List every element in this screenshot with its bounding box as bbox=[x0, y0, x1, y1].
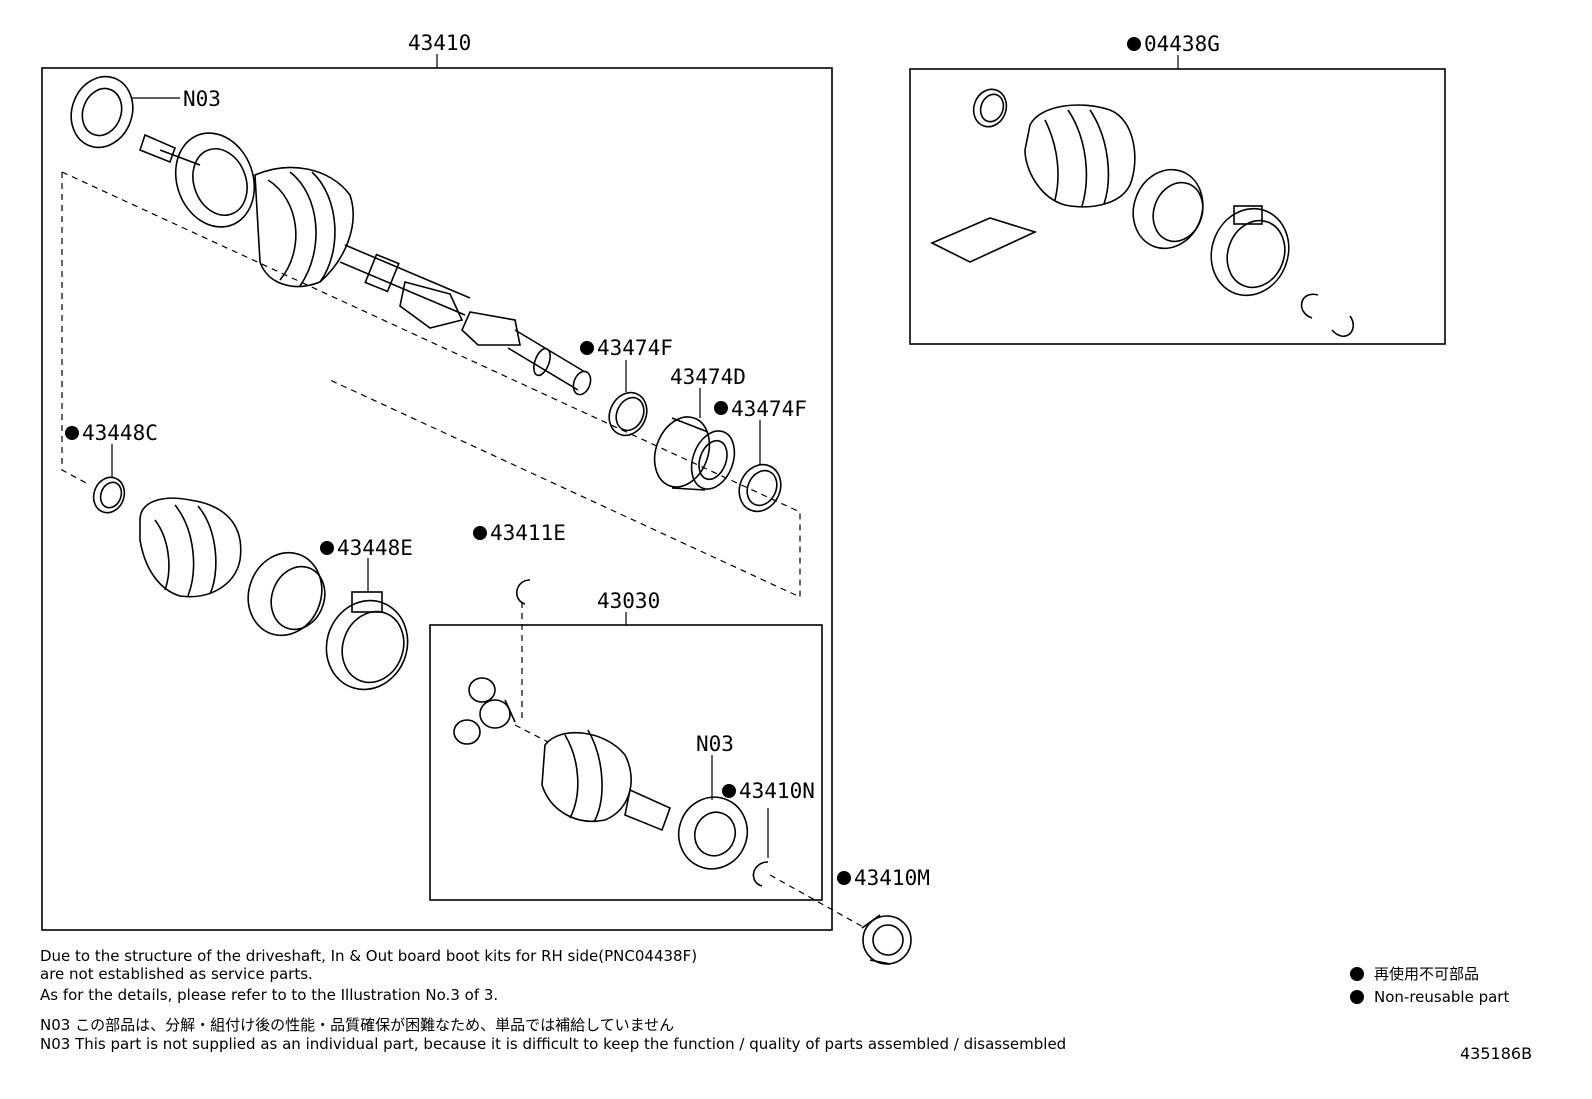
callout-leaders bbox=[111, 97, 769, 858]
damper-43474d-drawing bbox=[653, 416, 736, 491]
tripod-joint-drawing bbox=[453, 677, 516, 745]
legend-en-text: Non-reusable part bbox=[1374, 988, 1510, 1006]
note-line-2: are not established as service parts. bbox=[40, 965, 313, 983]
group-label-boot-kit: 04438G bbox=[1144, 32, 1220, 56]
non-reusable-dot-icon bbox=[837, 871, 851, 885]
note-line-5: N03 This part is not supplied as an indi… bbox=[40, 1035, 1067, 1053]
non-reusable-dot-icon bbox=[714, 401, 728, 415]
callout-n03-bottom: N03 bbox=[696, 732, 734, 756]
clamp-43448e-drawing bbox=[325, 591, 409, 691]
callout-43474f-a: 43474F bbox=[597, 336, 673, 360]
non-reusable-dot-icon bbox=[1127, 37, 1141, 51]
callout-43411e: 43411E bbox=[490, 521, 566, 545]
outboard-boot-drawing bbox=[139, 497, 242, 598]
callout-43448c: 43448C bbox=[82, 421, 158, 445]
legend-en: Non-reusable part bbox=[1350, 988, 1509, 1006]
inboard-joint-frame bbox=[429, 624, 823, 901]
circlip-43410n-drawing bbox=[752, 861, 769, 887]
non-reusable-dot-icon bbox=[1350, 990, 1364, 1004]
alignment-guides bbox=[61, 171, 866, 929]
callout-n03-top: N03 bbox=[183, 87, 221, 111]
illustration-id: 435186B bbox=[1460, 1044, 1533, 1063]
snap-ring-43411e-drawing bbox=[516, 579, 531, 605]
note-line-1: Due to the structure of the driveshaft, … bbox=[40, 947, 698, 965]
boot-kit-drawing bbox=[930, 88, 1355, 337]
callout-43474d: 43474D bbox=[670, 365, 746, 389]
note-line-3: As for the details, please refer to to t… bbox=[40, 986, 499, 1004]
clamp-43474f-a-drawing bbox=[608, 391, 648, 437]
non-reusable-dot-icon bbox=[320, 541, 334, 555]
non-reusable-dot-icon bbox=[65, 426, 79, 440]
seal-n03-bottom-drawing bbox=[677, 796, 749, 870]
group-label-inboard-joint: 43030 bbox=[597, 589, 660, 613]
driveshaft-assembly-drawing bbox=[70, 75, 592, 396]
inner-housing-drawing bbox=[541, 729, 672, 832]
non-reusable-dot-icon bbox=[1350, 967, 1364, 981]
non-reusable-dot-icon bbox=[722, 784, 736, 798]
callout-43448e: 43448E bbox=[337, 536, 413, 560]
legend-jp-text: 再使用不可部品 bbox=[1374, 965, 1480, 983]
non-reusable-dot-icon bbox=[580, 341, 594, 355]
callout-43474f-b: 43474F bbox=[731, 397, 807, 421]
boot-kit-frame bbox=[909, 68, 1446, 345]
non-reusable-dot-icon bbox=[473, 526, 487, 540]
legend-jp: 再使用不可部品 bbox=[1350, 963, 1479, 984]
note-line-4: N03 この部品は、分解・組付け後の性能・品質確保が困難なため、単品では補給して… bbox=[40, 1016, 675, 1034]
clamp-43448c-drawing bbox=[92, 476, 126, 514]
callout-43410n: 43410N bbox=[739, 779, 815, 803]
clamp-43474f-b-drawing bbox=[738, 463, 782, 513]
bearing-43410m-drawing bbox=[861, 914, 912, 965]
boot-ring-drawing bbox=[247, 551, 326, 637]
callout-43410m: 43410M bbox=[854, 866, 930, 890]
group-label-main-assembly: 43410 bbox=[408, 31, 471, 55]
